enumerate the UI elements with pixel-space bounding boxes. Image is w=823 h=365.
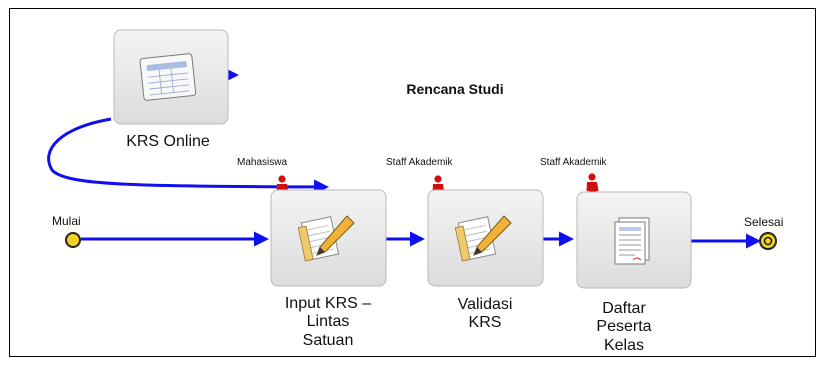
krs-online-node[interactable]: KRS Online [113,29,229,150]
end-terminal[interactable]: Selesai [744,215,783,250]
start-label: Mulai [52,214,81,228]
start-circle [65,232,81,248]
diagram-title: Rencana Studi [406,81,503,97]
role-label: Staff Akademik [386,157,454,168]
end-label: Selesai [744,215,783,229]
diagram-frame [9,8,816,357]
step-label-line: Peserta [596,318,651,335]
end-circle [759,232,777,250]
step-label-line: Lintas [307,313,350,330]
start-terminal[interactable]: Mulai [52,214,81,248]
end-inner-ring [763,236,773,246]
krs-online-to-input-arrow [47,117,329,195]
step-validasi-krs[interactable]: Staff Akademik Validasi KRS [386,157,544,331]
step-label-line: KRS [469,314,502,331]
step-label-line: Satuan [303,332,354,349]
role-label: Staff Akademik [540,157,608,168]
step-label-line: Kelas [604,337,644,354]
step-daftar-peserta-kelas[interactable]: Staff Akademik Daftar Peserta Kelas [540,157,692,354]
step-label-line: Input KRS – [285,295,371,312]
step-input-krs[interactable]: Mahasiswa Input KRS – Lintas Satuan [237,157,387,349]
krs-online-label: KRS Online [126,133,210,150]
step-label-line: Validasi [458,296,513,313]
role-label: Mahasiswa [237,157,287,168]
document-icon [614,217,650,265]
flow-connectors [47,67,761,249]
spreadsheet-icon [139,52,197,102]
step-label-line: Daftar [602,300,646,317]
